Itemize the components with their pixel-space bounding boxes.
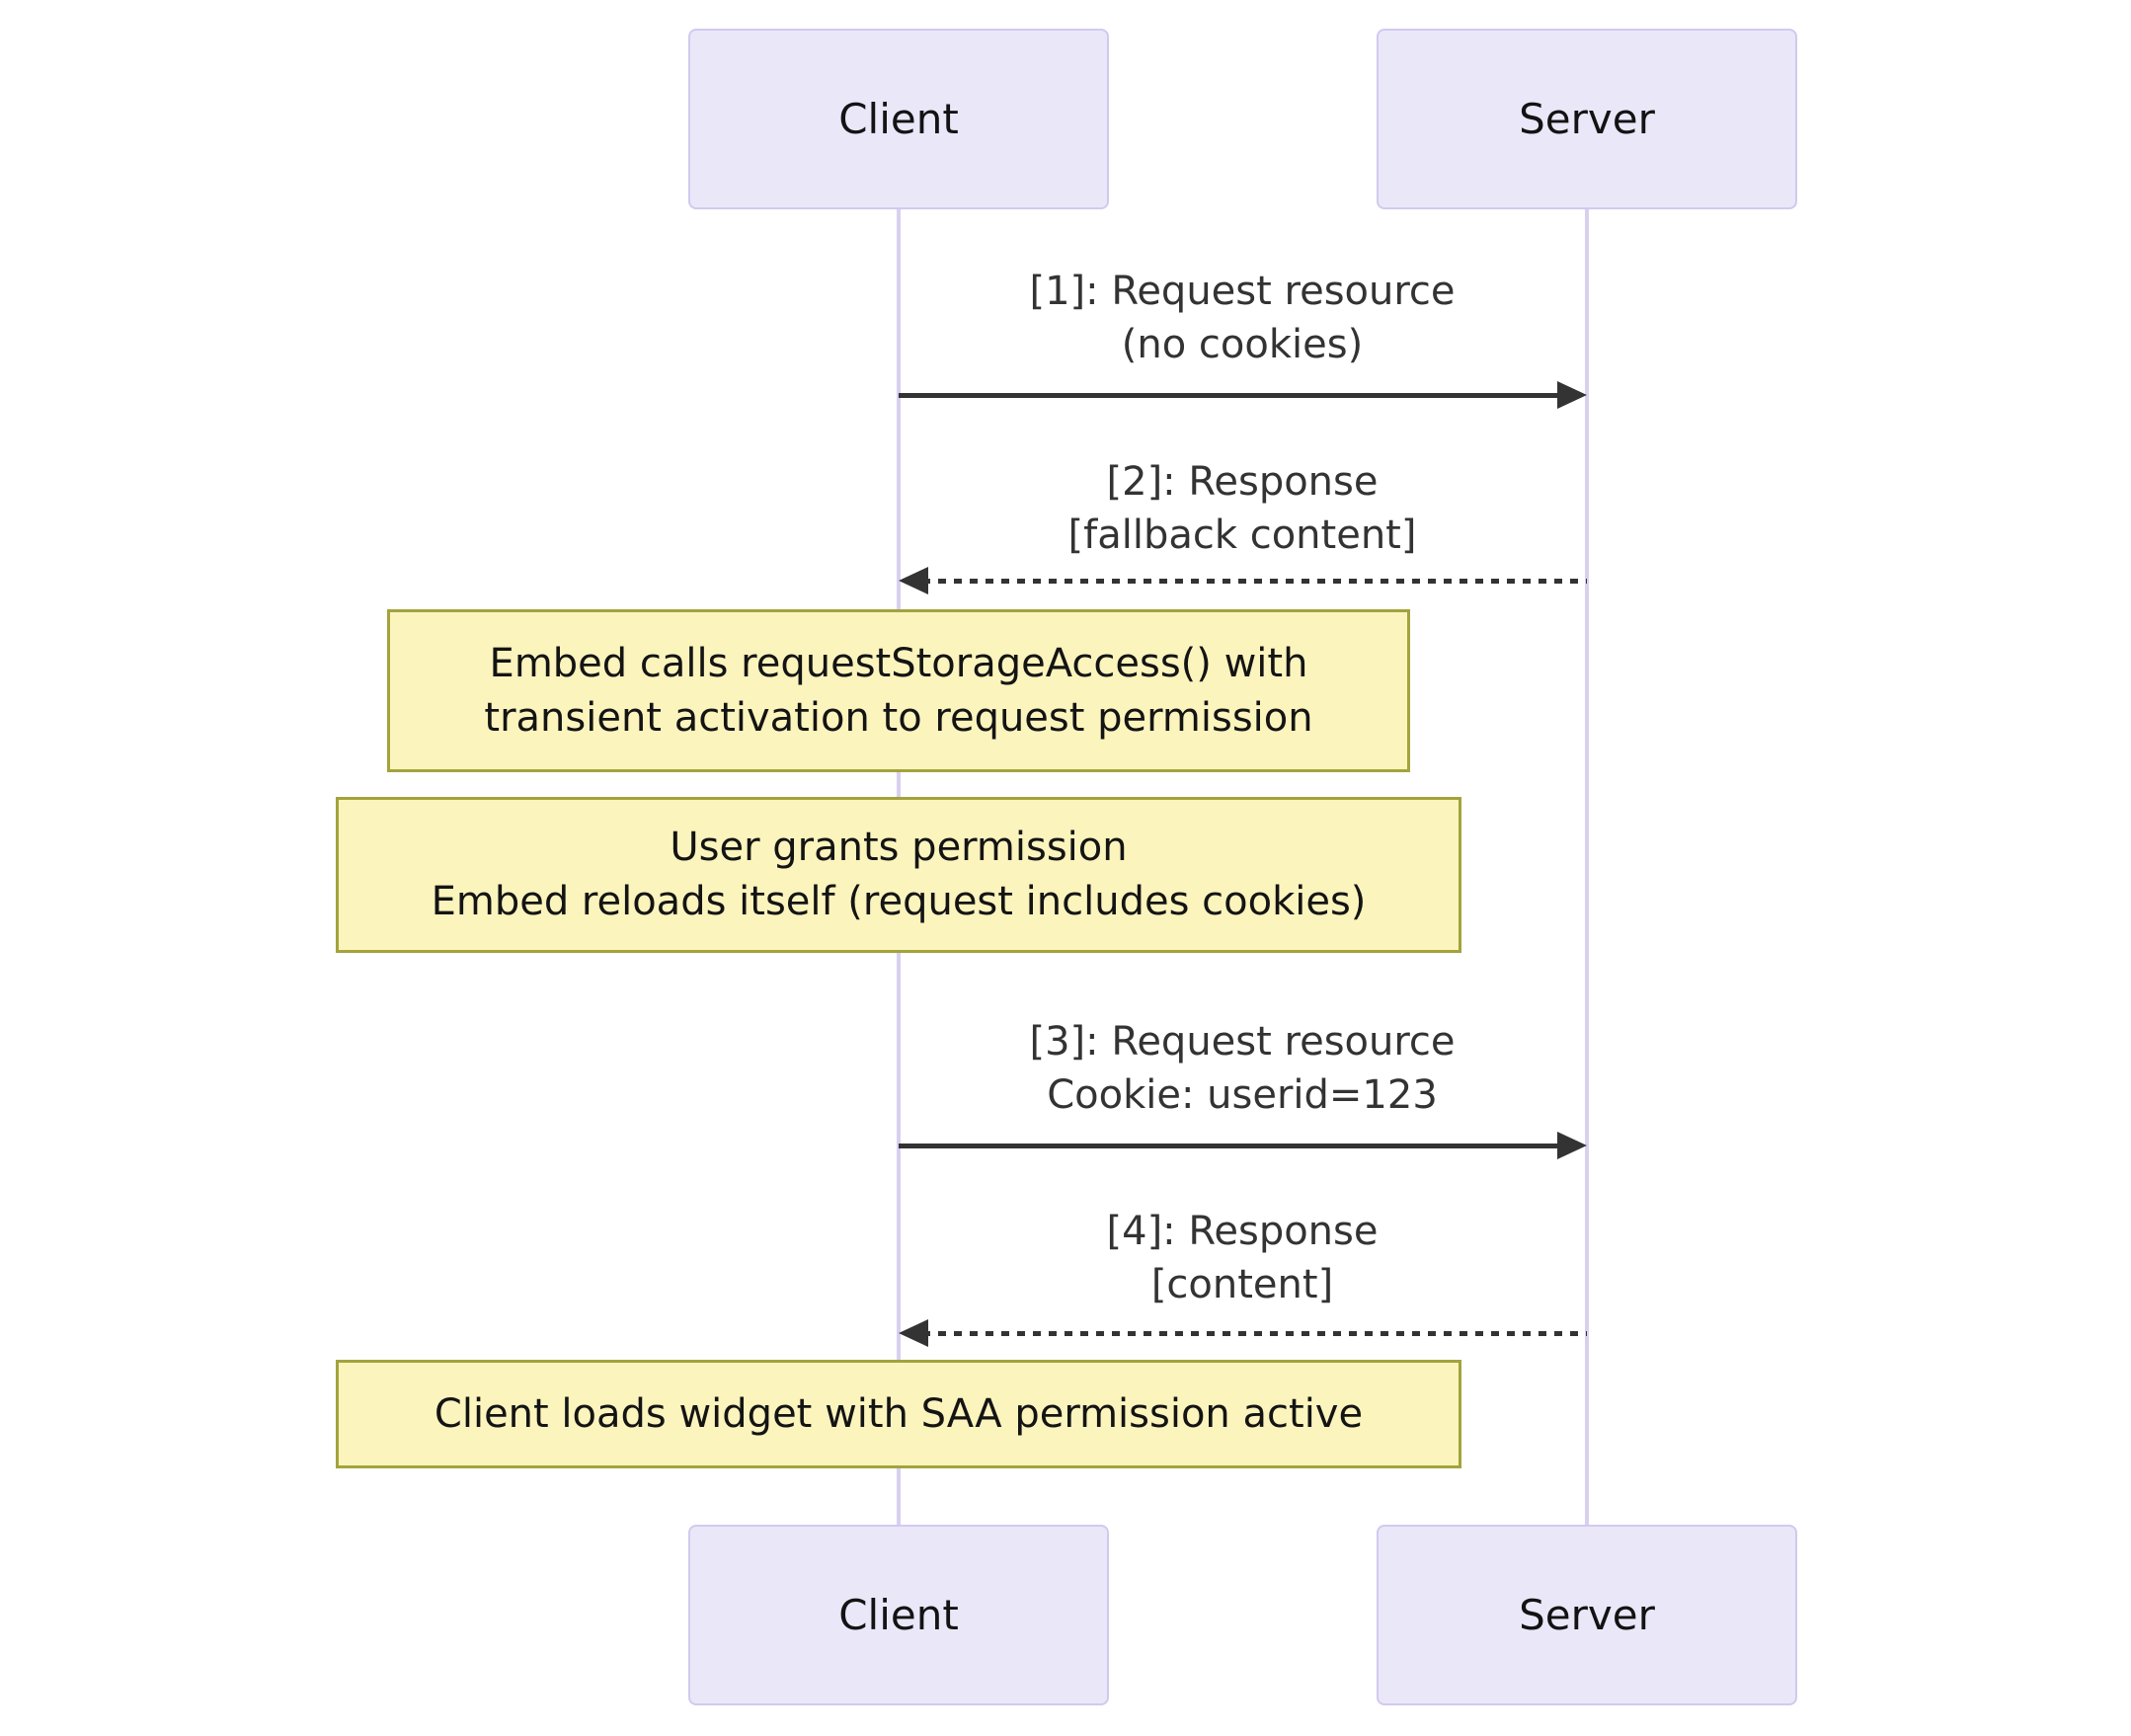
message-3-arrow	[899, 1131, 1587, 1160]
actor-box-server-top: Server	[1377, 29, 1797, 209]
note-1: Embed calls requestStorageAccess() with …	[387, 609, 1410, 772]
lifeline-server	[1585, 209, 1589, 1526]
message-4-line-2: [content]	[1150, 1262, 1334, 1307]
arrowhead-left-icon	[899, 1319, 928, 1347]
message-1-arrow-line	[899, 393, 1563, 398]
actor-box-client-top: Client	[688, 29, 1109, 209]
message-2-arrow-line	[922, 579, 1587, 584]
note-3: Client loads widget with SAA permission …	[336, 1360, 1461, 1468]
message-2-line-1: [2]: Response	[1106, 459, 1379, 505]
message-3-line-1: [3]: Request resource	[1029, 1019, 1456, 1065]
message-3-arrow-line	[899, 1144, 1563, 1148]
actor-label-server-bottom: Server	[1519, 1591, 1655, 1639]
message-4-arrow	[899, 1318, 1587, 1348]
note-2: User grants permission Embed reloads its…	[336, 797, 1461, 953]
message-2-label: [2]: Response [fallback content]	[867, 455, 1618, 562]
note-1-line-2: transient activation to request permissi…	[484, 694, 1313, 741]
arrowhead-left-icon	[899, 567, 928, 594]
message-4-line-1: [4]: Response	[1106, 1209, 1379, 1254]
arrowhead-right-icon	[1557, 381, 1587, 409]
message-2-line-2: [fallback content]	[1067, 513, 1417, 558]
note-1-line-1: Embed calls requestStorageAccess() with	[489, 640, 1308, 686]
arrowhead-right-icon	[1557, 1132, 1587, 1159]
message-1-line-1: [1]: Request resource	[1029, 269, 1456, 314]
actor-label-client-top: Client	[838, 95, 959, 143]
message-3-line-2: Cookie: userid=123	[1047, 1072, 1438, 1118]
note-3-line-1: Client loads widget with SAA permission …	[434, 1390, 1364, 1437]
actor-box-client-bottom: Client	[688, 1525, 1109, 1705]
message-4-label: [4]: Response [content]	[867, 1205, 1618, 1311]
actor-box-server-bottom: Server	[1377, 1525, 1797, 1705]
actor-label-client-bottom: Client	[838, 1591, 959, 1639]
note-2-line-1: User grants permission	[670, 825, 1128, 870]
message-3-label: [3]: Request resource Cookie: userid=123	[867, 1015, 1618, 1122]
message-1-arrow	[899, 380, 1587, 410]
message-2-arrow	[899, 566, 1587, 595]
message-1-line-2: (no cookies)	[1121, 322, 1364, 367]
message-4-arrow-line	[922, 1331, 1587, 1336]
actor-label-server-top: Server	[1519, 95, 1655, 143]
note-2-line-2: Embed reloads itself (request includes c…	[431, 879, 1367, 924]
message-1-label: [1]: Request resource (no cookies)	[867, 265, 1618, 371]
